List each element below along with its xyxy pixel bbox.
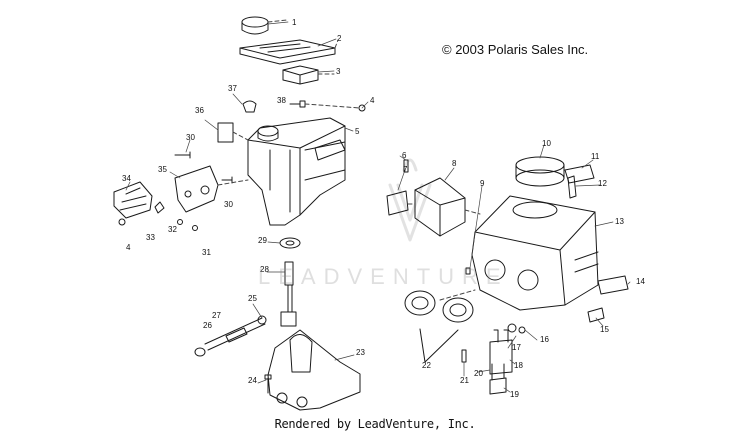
callout-19: 19 <box>510 390 519 399</box>
callout-37: 37 <box>228 84 237 93</box>
callout-32: 32 <box>168 225 177 234</box>
callout-13: 13 <box>615 217 624 226</box>
part-hose-assembly <box>194 315 267 357</box>
part-screw-38 <box>289 100 306 108</box>
callout-29: 29 <box>258 236 267 245</box>
part-bracket-18 <box>489 329 513 375</box>
part-label-14 <box>597 275 629 295</box>
watermark-text: LEADVENTURE <box>258 264 509 289</box>
part-label-36 <box>217 122 234 143</box>
part-boots-22 <box>404 290 474 363</box>
part-airbox-13 <box>471 195 599 311</box>
part-small-hardware <box>118 151 233 231</box>
part-bracket-23 <box>267 329 361 411</box>
callout-3: 3 <box>336 67 341 76</box>
callout-28: 28 <box>260 265 269 274</box>
callout-34: 34 <box>122 174 131 183</box>
callout-27: 27 <box>212 311 221 320</box>
callout-16: 16 <box>540 335 549 344</box>
part-pump-34 <box>113 181 153 219</box>
part-clip-12 <box>567 175 577 199</box>
part-pickup-28 <box>280 261 297 327</box>
callout-4a: 4 <box>370 96 375 105</box>
callout-35: 35 <box>158 165 167 174</box>
part-bracket-35 <box>174 165 219 213</box>
part-pin-9 <box>465 267 471 275</box>
part-bolt-24 <box>264 374 272 394</box>
callout-18: 18 <box>514 361 523 370</box>
copyright-notice: © 2003 Polaris Sales Inc. <box>442 42 589 57</box>
part-hardware-19-20-21 <box>461 349 507 395</box>
part-label-7 <box>386 190 409 216</box>
leadventure-logo-watermark <box>388 158 432 242</box>
callout-14: 14 <box>636 277 645 286</box>
callout-10: 10 <box>542 139 551 148</box>
callout-21: 21 <box>460 376 469 385</box>
callout-4b: 4 <box>126 243 131 252</box>
part-clip-37 <box>242 100 257 113</box>
part-foam-block <box>282 65 319 85</box>
callout-11: 11 <box>591 152 600 161</box>
part-hardware-16-17 <box>507 323 526 334</box>
callout-33: 33 <box>146 233 155 242</box>
callout-23: 23 <box>356 348 365 357</box>
callout-1: 1 <box>292 18 297 27</box>
part-cover-plate <box>239 39 336 65</box>
callout-30b: 30 <box>224 200 233 209</box>
callout-24: 24 <box>248 376 257 385</box>
callout-9: 9 <box>480 179 485 188</box>
rendered-by-footer: Rendered by LeadVenture, Inc. <box>274 417 476 431</box>
callout-25: 25 <box>248 294 257 303</box>
part-label-15 <box>587 307 605 323</box>
callout-30a: 30 <box>186 133 195 142</box>
part-grommet-29 <box>279 237 301 249</box>
part-module-8 <box>414 177 466 237</box>
callout-15: 15 <box>600 325 609 334</box>
callout-7: 7 <box>403 165 408 174</box>
callout-6: 6 <box>402 151 407 160</box>
callout-22: 22 <box>422 361 431 370</box>
callout-8: 8 <box>452 159 457 168</box>
part-cap <box>241 16 269 35</box>
part-screw-4-top <box>358 104 366 112</box>
part-ring-10 <box>515 156 565 187</box>
callout-12: 12 <box>598 179 607 188</box>
callout-26: 26 <box>203 321 212 330</box>
callout-20: 20 <box>474 369 483 378</box>
callout-5: 5 <box>355 127 360 136</box>
callout-31: 31 <box>202 248 211 257</box>
callout-2: 2 <box>337 34 342 43</box>
part-label-11 <box>564 164 595 184</box>
part-reservoir-tank <box>247 117 346 226</box>
callout-38: 38 <box>277 96 286 105</box>
callout-17: 17 <box>512 343 521 352</box>
part-clip-6 <box>403 159 409 173</box>
callout-36: 36 <box>195 106 204 115</box>
